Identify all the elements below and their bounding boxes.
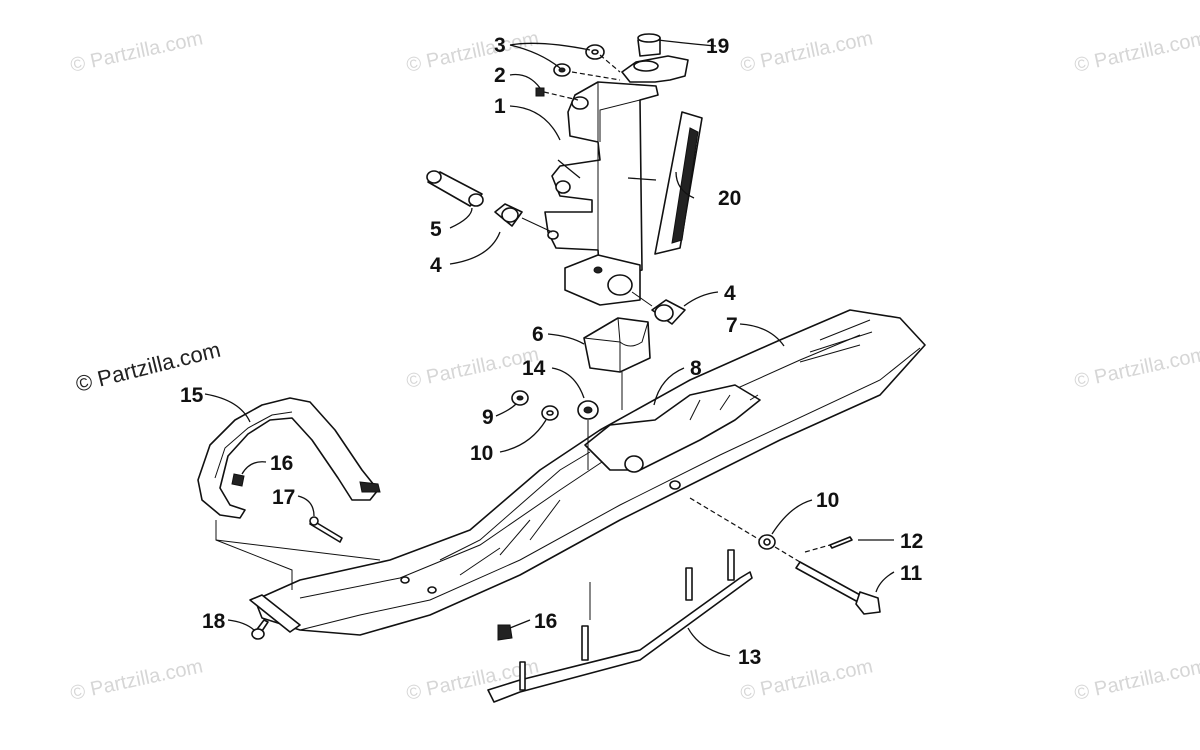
callout-10-right: 10 [816,489,839,512]
callout-17: 17 [272,486,295,509]
callout-19: 19 [706,35,729,58]
callout-2: 2 [494,64,506,87]
watermark: © Partzilla.com [404,343,540,393]
bolt-pin-washer-parts [689,497,881,615]
callout-11: 11 [900,562,923,585]
watermark: © Partzilla.com [68,655,204,705]
leader-lines [204,39,895,657]
callout-1: 1 [494,95,506,118]
callout-4-right: 4 [724,282,736,305]
callout-16-top: 16 [270,452,293,475]
handle-part [197,397,381,519]
callout-15: 15 [180,384,204,407]
callout-16-bottom: 16 [534,610,557,633]
bushing-parts [426,170,686,325]
nut-washer-parts [511,390,599,470]
callout-13: 13 [738,646,761,669]
callout-12: 12 [900,530,923,553]
wear-bar-part [487,549,753,703]
callout-7: 7 [726,314,738,337]
callout-8: 8 [690,357,702,380]
saddle-part [583,317,651,410]
watermark: © Partzilla.com [1072,27,1200,77]
spindle-part [544,81,659,306]
ski-part [249,309,926,636]
callout-5: 5 [430,218,442,241]
callout-14: 14 [522,357,546,380]
callout-labels: 3 2 1 19 20 5 4 4 7 6 8 14 9 10 15 16 17… [180,34,923,669]
watermark: © Partzilla.com [1072,655,1200,705]
fastener-parts [215,473,513,641]
watermark: © Partzilla.com [68,27,204,77]
callout-4-left: 4 [430,254,442,277]
cap-part [621,33,689,83]
watermark: © Partzilla.com [738,27,874,77]
callout-10-left: 10 [470,442,493,465]
callout-3: 3 [494,34,506,57]
watermark: © Partzilla.com [1072,343,1200,393]
watermark: © Partzilla.com [404,27,540,77]
callout-20: 20 [718,187,741,210]
callout-18: 18 [202,610,226,633]
callout-9: 9 [482,406,494,429]
callout-6: 6 [532,323,544,346]
